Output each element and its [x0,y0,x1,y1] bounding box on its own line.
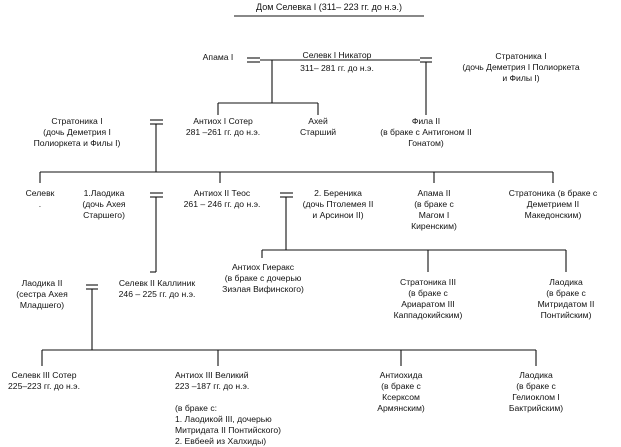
node-line: и Арсинои II) [312,210,364,220]
node-line: (в браке с дочерью [224,273,302,283]
node-line: Митридатом II [537,299,595,309]
node-line: 225–223 гг. до н.э. [8,381,80,391]
node-line: (в браке с: [175,403,218,413]
node-line: Гелиоклом I [512,392,560,402]
node-apama1: Апама I [203,52,234,63]
node-line: Антиох II Теос [193,188,251,198]
node-line: (в браке с [516,381,556,391]
node-line: Лаодика [519,370,553,380]
node-line: Македонским) [524,210,582,220]
node-line: Каппадокийским) [393,310,463,320]
node-line: Гонатом) [408,138,444,148]
node-line: (в браке с Антигоном II [380,127,472,137]
node-line: Стратоника I [51,116,103,126]
node-line: Селевк [25,188,55,198]
node-line: 261 – 246 гг. до н.э. [183,199,261,209]
node-line: Армянским) [377,403,425,413]
node-line: (сестра Ахея [16,289,68,299]
node-line: Лаодика [549,277,583,287]
node-line: 223 –187 гг. до н.э. [175,381,250,391]
node-line: Митридата II Понтийского) [175,425,282,435]
node-line: 281 –261 гг. до н.э. [185,127,261,137]
node-line: Антиох Гиеракс [231,262,295,272]
node-line: Зиэлая Вифинского) [222,284,304,294]
node-line: Стратоника III [400,277,456,287]
node-line: Ксерксом [382,392,420,402]
node-line: (дочь Деметрия I [43,127,111,137]
node-line: 311– 281 гг. до н.э. [300,63,374,73]
node-line: и Филы I) [502,73,540,83]
node-line: Апама II [417,188,451,198]
node-line: Старшего) [83,210,125,220]
node-line: Апама I [202,52,234,62]
node-seleucus1: Селевк I Никатор 311– 281 гг. до н.э. [300,49,374,75]
node-line: 1.Лаодика [83,188,125,198]
node-seleucus-son: Селевк. [26,188,55,210]
node-line: 2. Евбеей из Халхиды) [175,436,267,446]
node-line: Селевк II Каллиник [118,278,196,288]
node-line: 1. Лаодикой III, дочерью [175,414,272,424]
node-line: (в браке с [414,199,454,209]
node-line: Магом I [418,210,450,220]
node-line: Стратоника I [495,51,547,61]
node-line: . [38,199,42,209]
node-line: Фила II [411,116,441,126]
node-line [175,392,281,403]
node-line: Селевк III Сотер [11,370,77,380]
node-line: Антиох III Великий [175,370,249,380]
node-line: Деметрием II [526,199,580,209]
node-line: Ариаратом III [401,299,455,309]
node-line: Лаодика II [21,278,63,288]
node-line: (дочь Птолемея II [302,199,374,209]
node-line: Младшего) [19,300,65,310]
node-line: Полиоркета и Филы I) [33,138,121,148]
node-line: (в браке с [381,381,421,391]
node-line: (в браке с [546,288,586,298]
node-line: 246 – 225 гг. до н.э. [118,289,196,299]
node-line: Ахей [308,116,328,126]
node-line: (дочь Ахея [82,199,126,209]
node-line: Селевк I Никатор [302,50,372,60]
node-line: (дочь Деметрия I Полиоркета [462,62,580,72]
diagram-title: Дом Селевка I (311– 223 гг. до н.э.) [256,2,402,12]
node-line: (в браке с [408,288,448,298]
node-line: Антиох I Сотер [193,116,253,126]
node-line: Бактрийским) [508,403,564,413]
node-line: Понтийским) [540,310,592,320]
node-line: Старший [299,127,337,137]
node-line: Стратоника (в браке с [508,188,598,198]
node-line: 2. Береника [314,188,362,198]
node-line: Антиохида [379,370,423,380]
node-line: Киренским) [411,221,457,231]
